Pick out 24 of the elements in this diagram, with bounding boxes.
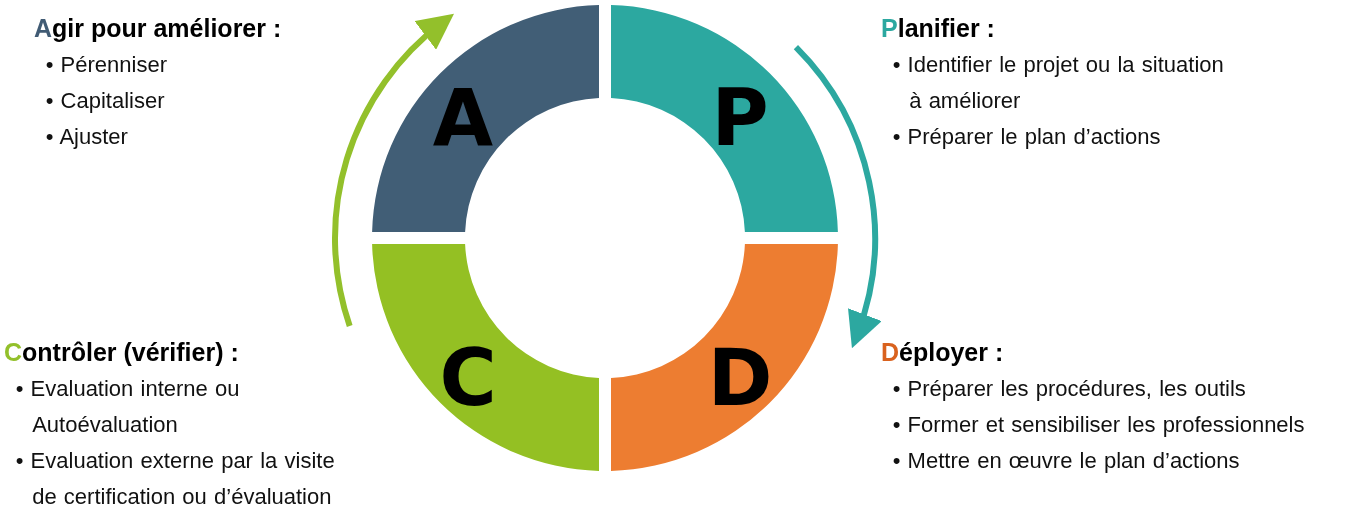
cycle-arrow	[793, 45, 881, 349]
bullet-item: • Préparer les procédures, les outils	[891, 374, 1247, 403]
bullet-item: • Capitaliser	[44, 86, 166, 115]
ring-segment	[372, 244, 599, 471]
bullet-item: • Identifier le projet ou la situation à améliorer	[891, 50, 1225, 115]
section-heading: Contrôler (vérifier) :	[4, 337, 240, 368]
section-heading: Planifier :	[881, 13, 996, 44]
ring-segment	[611, 244, 838, 471]
segment-letter: A	[432, 79, 494, 157]
bullet-item: • Former et sensibiliser les professionnels	[891, 410, 1306, 439]
bullet-item: • Mettre en œuvre le plan d’actions	[891, 446, 1241, 475]
section-heading: Agir pour améliorer :	[34, 13, 283, 44]
segment-letter: P	[711, 79, 769, 157]
segment-letter: D	[707, 339, 773, 417]
bullet-item: • Préparer le plan d’actions	[891, 122, 1162, 151]
bullet-item: • Ajuster	[44, 122, 129, 151]
section-heading: Déployer :	[881, 337, 1005, 368]
bullet-item: • Evaluation interne ou Autoévaluation	[14, 374, 241, 439]
ring-segment	[372, 5, 599, 232]
bullet-item: • Pérenniser	[44, 50, 168, 79]
bullet-item: • Evaluation externe par la visite de certification ou d’évaluation	[14, 446, 336, 511]
segment-letter: C	[439, 339, 497, 417]
cycle-arrow	[332, 13, 454, 327]
ring-segment	[611, 5, 838, 232]
